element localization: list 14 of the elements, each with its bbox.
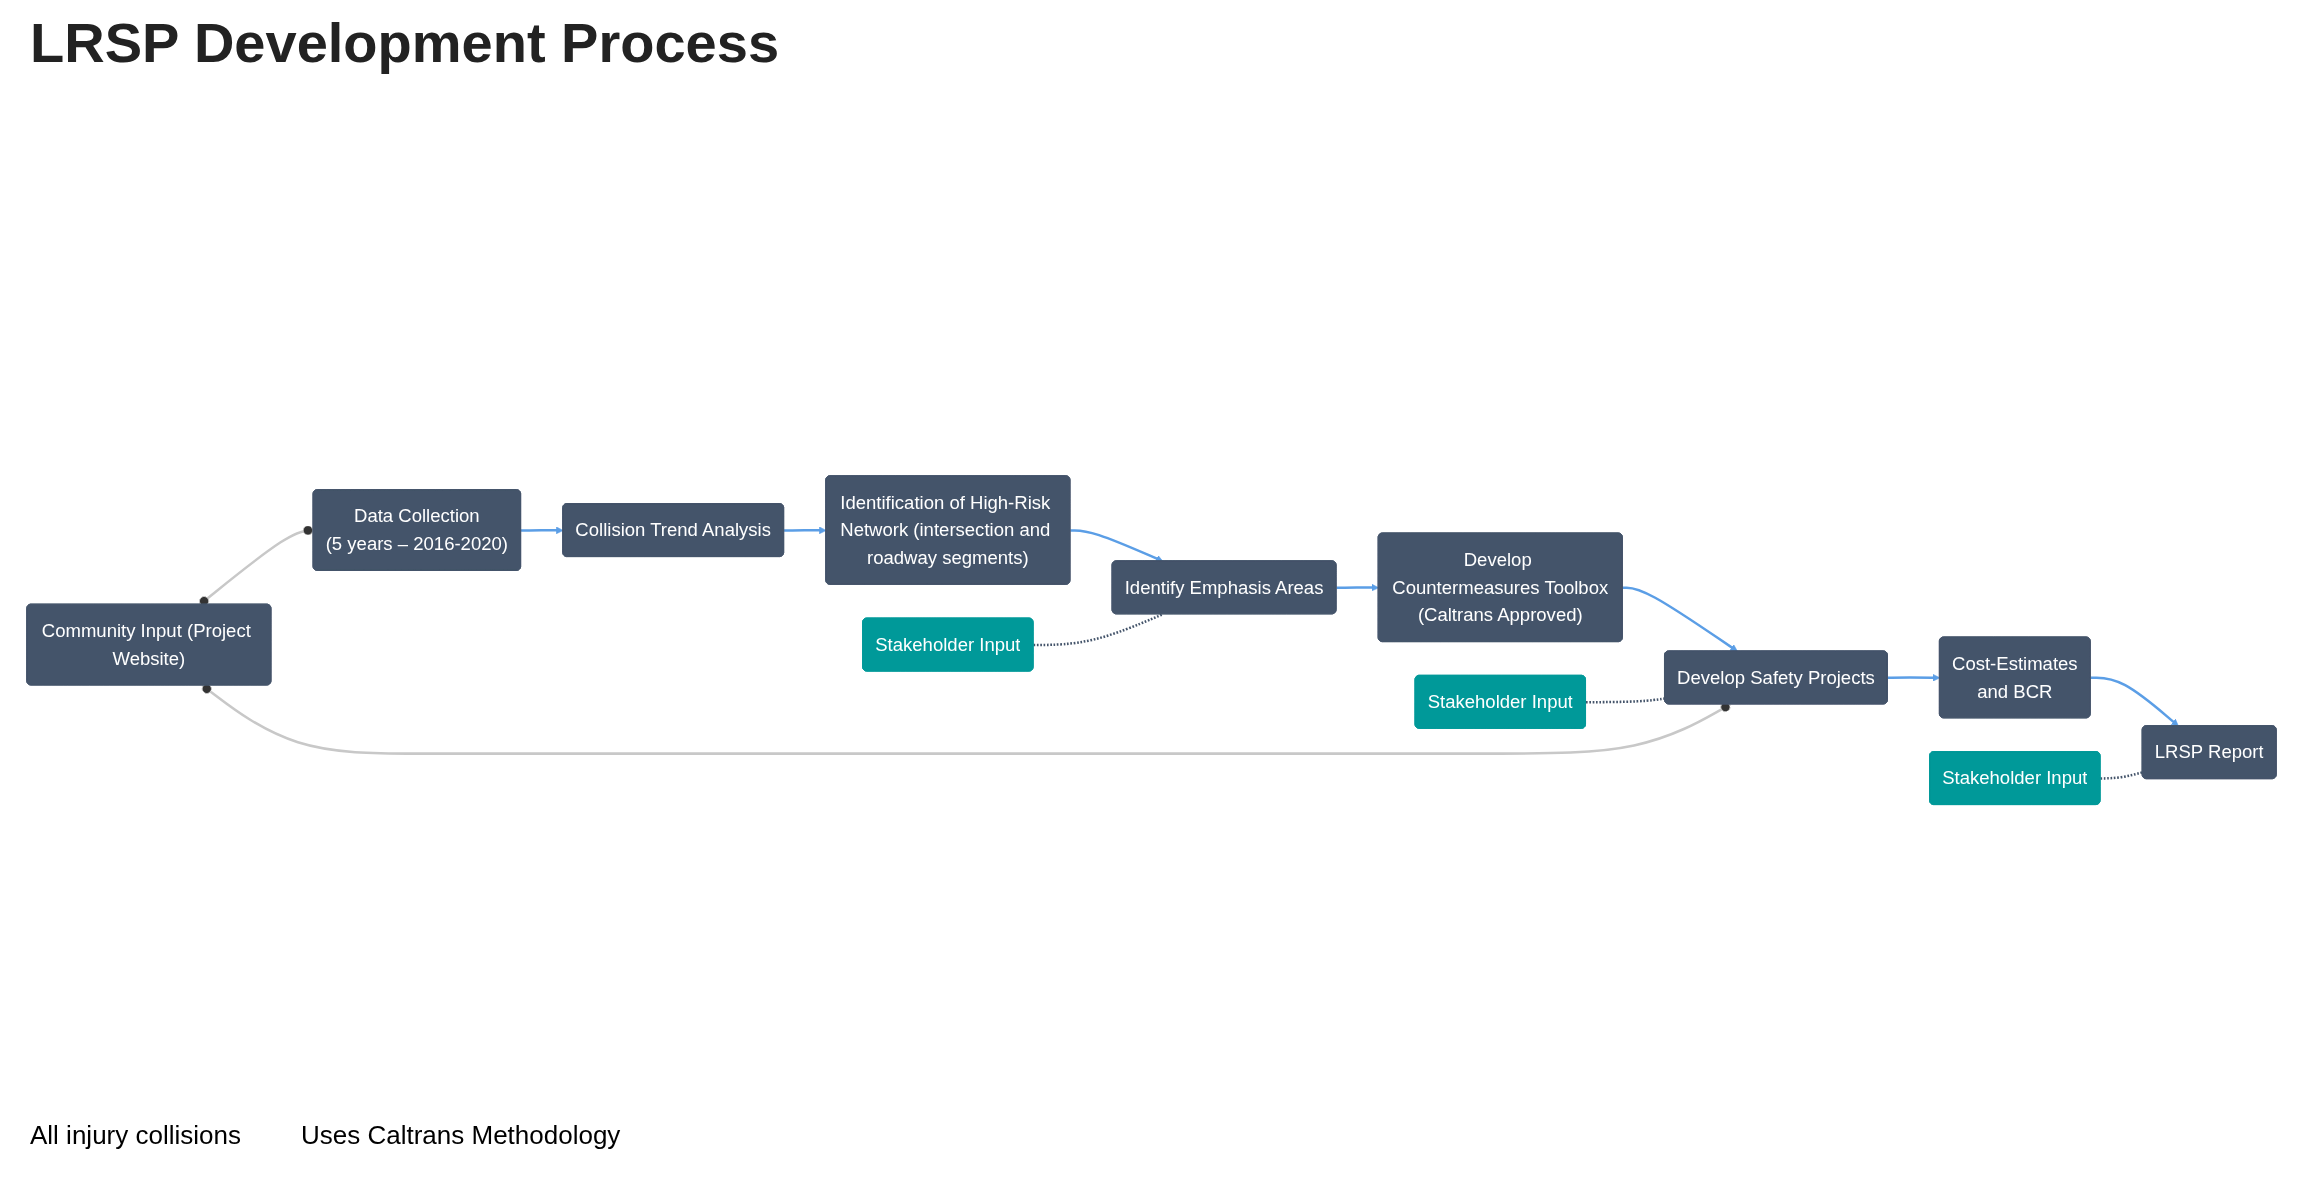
arrow (1070, 528, 1164, 562)
arrow (784, 526, 827, 534)
connector (201, 683, 1731, 755)
arrow (1336, 583, 1379, 592)
arrow (1887, 673, 1941, 682)
note-text: All injury collisions (30, 1120, 241, 1151)
connector (1033, 612, 1164, 647)
arrow (521, 526, 564, 534)
arrow (1622, 586, 1738, 652)
connector (199, 525, 314, 606)
connector (2100, 770, 2143, 780)
arrow (2090, 676, 2179, 727)
note-text: Uses Caltrans Methodology (300, 1120, 621, 1151)
title: LRSP Development Process (30, 10, 780, 75)
